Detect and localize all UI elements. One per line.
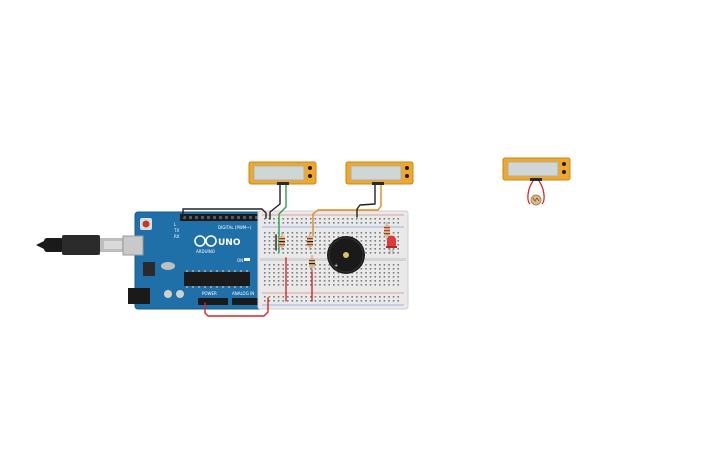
board-brand: UNO (218, 238, 241, 248)
arduino-uno[interactable]: DIGITAL (PWM~) UNO ARDUINO TX RX L ON (122, 211, 270, 310)
usb-cable[interactable] (36, 235, 124, 255)
resistor-2[interactable] (307, 232, 313, 250)
wire-black-lcd1[interactable] (269, 183, 281, 220)
lcd-module-3[interactable] (502, 157, 571, 181)
rx-label: RX (174, 234, 180, 239)
resistor-4[interactable] (384, 222, 390, 240)
wire-green-lcd1[interactable] (278, 183, 287, 253)
l-label: L (174, 222, 177, 227)
tx-label: TX (173, 228, 179, 233)
microcontroller-chip (184, 272, 250, 286)
power-header-label: POWER (202, 291, 217, 296)
power-header[interactable] (198, 298, 228, 305)
lcd-module-1[interactable] (248, 161, 317, 185)
wire-black-header[interactable] (182, 208, 267, 219)
resistor-1[interactable] (279, 232, 285, 250)
digital-header-label: DIGITAL (PWM~) (218, 225, 252, 230)
wire-black-lcd2[interactable] (356, 183, 376, 218)
red-led[interactable] (386, 235, 397, 255)
analog-header-label: ANALOG IN (232, 291, 254, 296)
lcd-module-2[interactable] (345, 161, 414, 185)
piezo-buzzer[interactable]: + (327, 236, 365, 274)
usb-port (122, 235, 144, 256)
wires[interactable] (182, 183, 382, 317)
power-jack (128, 288, 150, 304)
on-label: ON (237, 258, 243, 263)
wire-red-power[interactable] (204, 297, 269, 317)
analog-header[interactable] (232, 298, 266, 305)
photoresistor[interactable] (527, 180, 545, 206)
arduino-logo-icon (194, 235, 217, 247)
board-sub-brand: ARDUINO (196, 249, 215, 254)
resistor-3[interactable] (309, 255, 315, 272)
buzzer-plus: + (334, 263, 338, 269)
wire-orange-lcd2[interactable] (312, 183, 382, 237)
